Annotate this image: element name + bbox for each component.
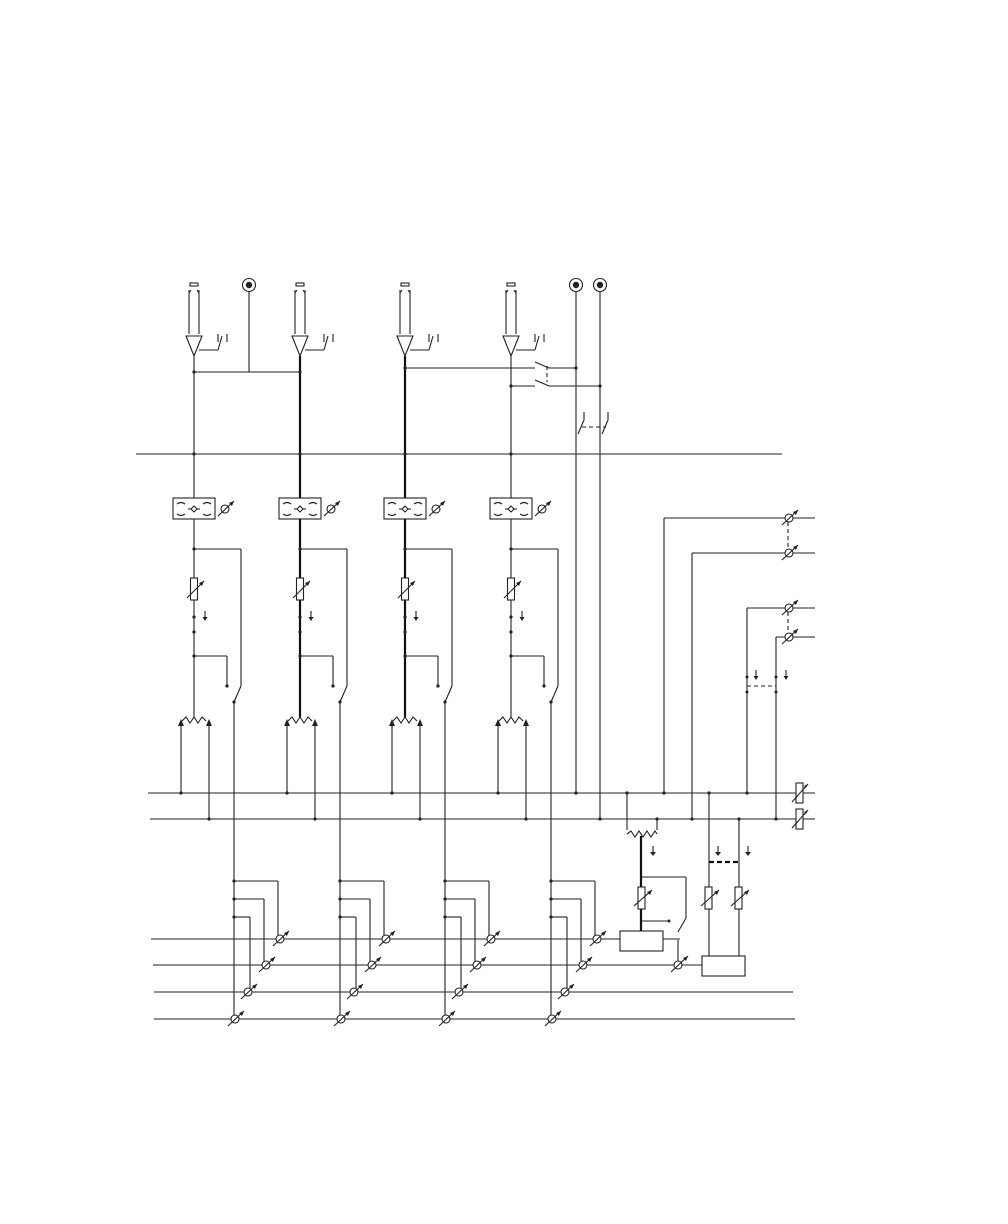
eq-block-icon — [490, 498, 532, 519]
channel-strip-2 — [279, 283, 395, 1026]
variable-resistor-icon — [293, 578, 310, 600]
variable-resistor-icon — [731, 887, 749, 909]
monitor-amp-box — [620, 931, 663, 951]
variable-resistor-icon — [429, 501, 445, 516]
xlr-input-icon — [295, 283, 305, 334]
switch-icon — [410, 334, 438, 350]
variable-resistor-icon — [398, 578, 415, 600]
variable-resistor-icon — [535, 501, 551, 516]
rca-jack-icon — [570, 279, 583, 292]
xlr-input-icon — [189, 283, 199, 334]
eq-block-icon — [384, 498, 426, 519]
variable-resistor-icon — [218, 501, 234, 516]
preamp-triangle-icon — [292, 336, 308, 356]
pan-pot-icon — [389, 717, 423, 819]
xlr-input-icon — [506, 283, 516, 334]
eq-block-icon — [279, 498, 321, 519]
channel-strips — [173, 283, 606, 1026]
input-select-switch — [509, 362, 601, 388]
variable-resistor-icon — [634, 887, 652, 909]
channel-strip-4 — [490, 283, 606, 1026]
variable-resistor-icon — [701, 887, 719, 909]
record-amp-box — [702, 956, 745, 976]
preamp-triangle-icon — [397, 336, 413, 356]
variable-resistor-icon — [504, 578, 521, 600]
variable-resistor-icon — [671, 956, 688, 972]
rca-jack-icon — [243, 279, 256, 292]
stereo-tap-switch — [578, 412, 608, 434]
xlr-input-icon — [400, 283, 410, 334]
rca-jack-icon — [594, 279, 607, 292]
variable-resistor-icon — [324, 501, 340, 516]
channel-strip-3 — [384, 283, 500, 1026]
switch-icon — [516, 334, 544, 350]
master-section — [620, 518, 815, 976]
pan-pot-icon — [178, 717, 212, 819]
pan-pot-icon — [495, 717, 529, 819]
pan-pot-icon — [284, 717, 318, 819]
stereo-input-section — [403, 279, 608, 821]
switch-icon — [199, 334, 227, 350]
channel-strip-1 — [173, 283, 289, 1026]
preamp-triangle-icon — [186, 336, 202, 356]
preamp-triangle-icon — [503, 336, 519, 356]
switch-icon — [305, 334, 333, 350]
variable-resistor-icon — [187, 578, 204, 600]
eq-block-icon — [173, 498, 215, 519]
ch1-ch2-link — [192, 292, 301, 374]
